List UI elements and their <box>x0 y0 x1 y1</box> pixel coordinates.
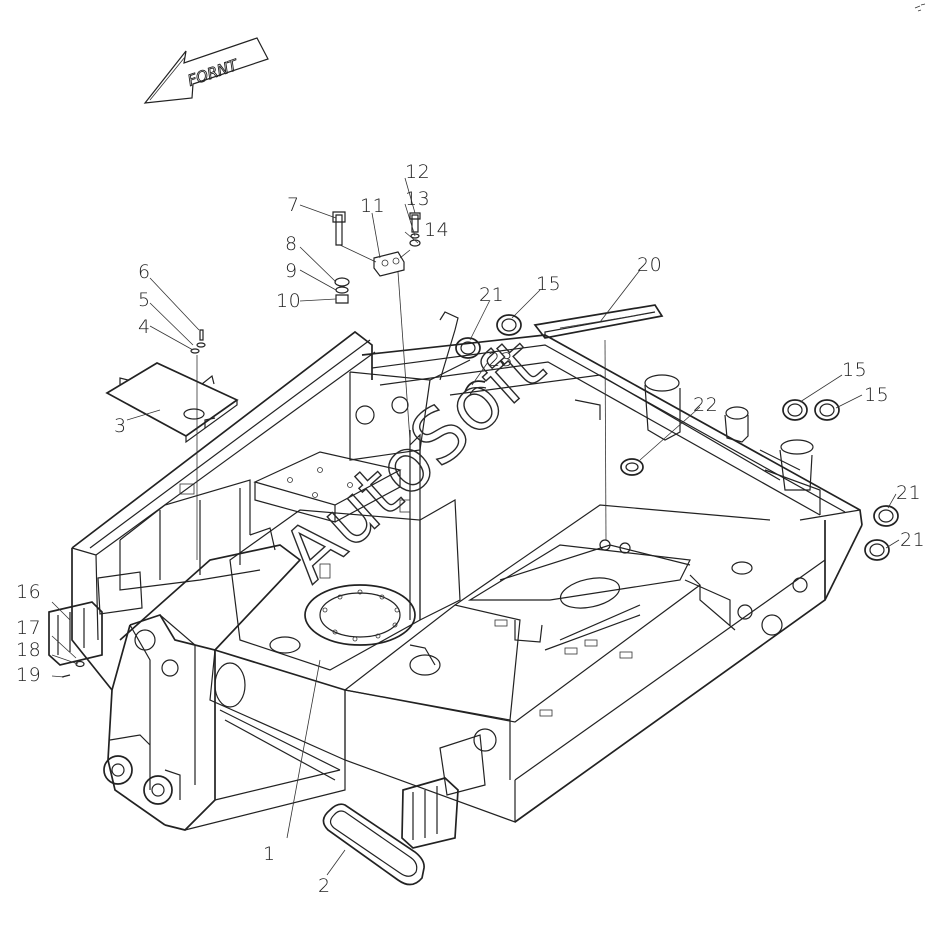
callout-21b: 21 <box>896 482 921 504</box>
part-screw-washers <box>409 212 421 247</box>
part-small-ring <box>620 458 644 476</box>
part-nut-washers <box>334 277 350 304</box>
callout-5: 5 <box>138 289 151 311</box>
part-oval-gasket <box>322 803 425 886</box>
callout-15c: 15 <box>864 384 889 406</box>
callout-8: 8 <box>285 233 298 255</box>
callout-labels: 1 2 3 4 5 6 7 8 9 10 11 12 13 14 15 15 1… <box>16 161 925 897</box>
corner-mark <box>914 3 926 12</box>
callout-7: 7 <box>287 194 300 216</box>
callout-1: 1 <box>263 843 276 865</box>
callout-4: 4 <box>138 316 151 338</box>
callout-6: 6 <box>138 261 151 283</box>
callout-14: 14 <box>424 219 449 241</box>
leader-lines <box>51 177 900 876</box>
front-direction-arrow: FORNT <box>143 37 269 104</box>
callout-13: 13 <box>405 188 430 210</box>
callout-17: 17 <box>16 617 41 639</box>
callout-20: 20 <box>637 254 662 276</box>
part-bolt-stack-left <box>190 329 206 380</box>
part-clamp-bracket <box>339 244 411 277</box>
callout-22: 22 <box>693 394 718 416</box>
callout-21a: 21 <box>479 284 504 306</box>
callout-23: 23 <box>488 349 513 371</box>
part-bushing-b <box>873 505 899 527</box>
callout-12: 12 <box>405 161 430 183</box>
main-frame-assembly <box>71 311 863 831</box>
callout-19: 19 <box>16 664 41 686</box>
part-half-ring <box>464 380 487 396</box>
part-seal-ring-c <box>814 399 840 421</box>
part-side-cover <box>48 601 103 678</box>
callout-18: 18 <box>16 639 41 661</box>
callout-11: 11 <box>360 195 385 217</box>
part-bushing-a <box>455 337 481 359</box>
part-seal-ring-b <box>782 399 808 421</box>
part-seal-ring-a <box>496 314 522 336</box>
callout-16: 16 <box>16 581 41 603</box>
part-long-bolt <box>332 211 346 246</box>
callout-9: 9 <box>285 260 298 282</box>
callout-2: 2 <box>318 875 331 897</box>
callout-15b: 15 <box>842 359 867 381</box>
part-slide-rail <box>533 304 664 339</box>
watermark-text: AutoSoft <box>266 322 560 599</box>
part-cover-plate <box>105 362 239 444</box>
part-lower-cover <box>401 734 486 849</box>
callout-21c: 21 <box>900 529 925 551</box>
front-arrow-label: FORNT <box>185 55 241 89</box>
callout-10: 10 <box>276 290 301 312</box>
callout-3: 3 <box>114 415 127 437</box>
part-bushing-c <box>864 539 890 561</box>
callout-15a: 15 <box>536 273 561 295</box>
